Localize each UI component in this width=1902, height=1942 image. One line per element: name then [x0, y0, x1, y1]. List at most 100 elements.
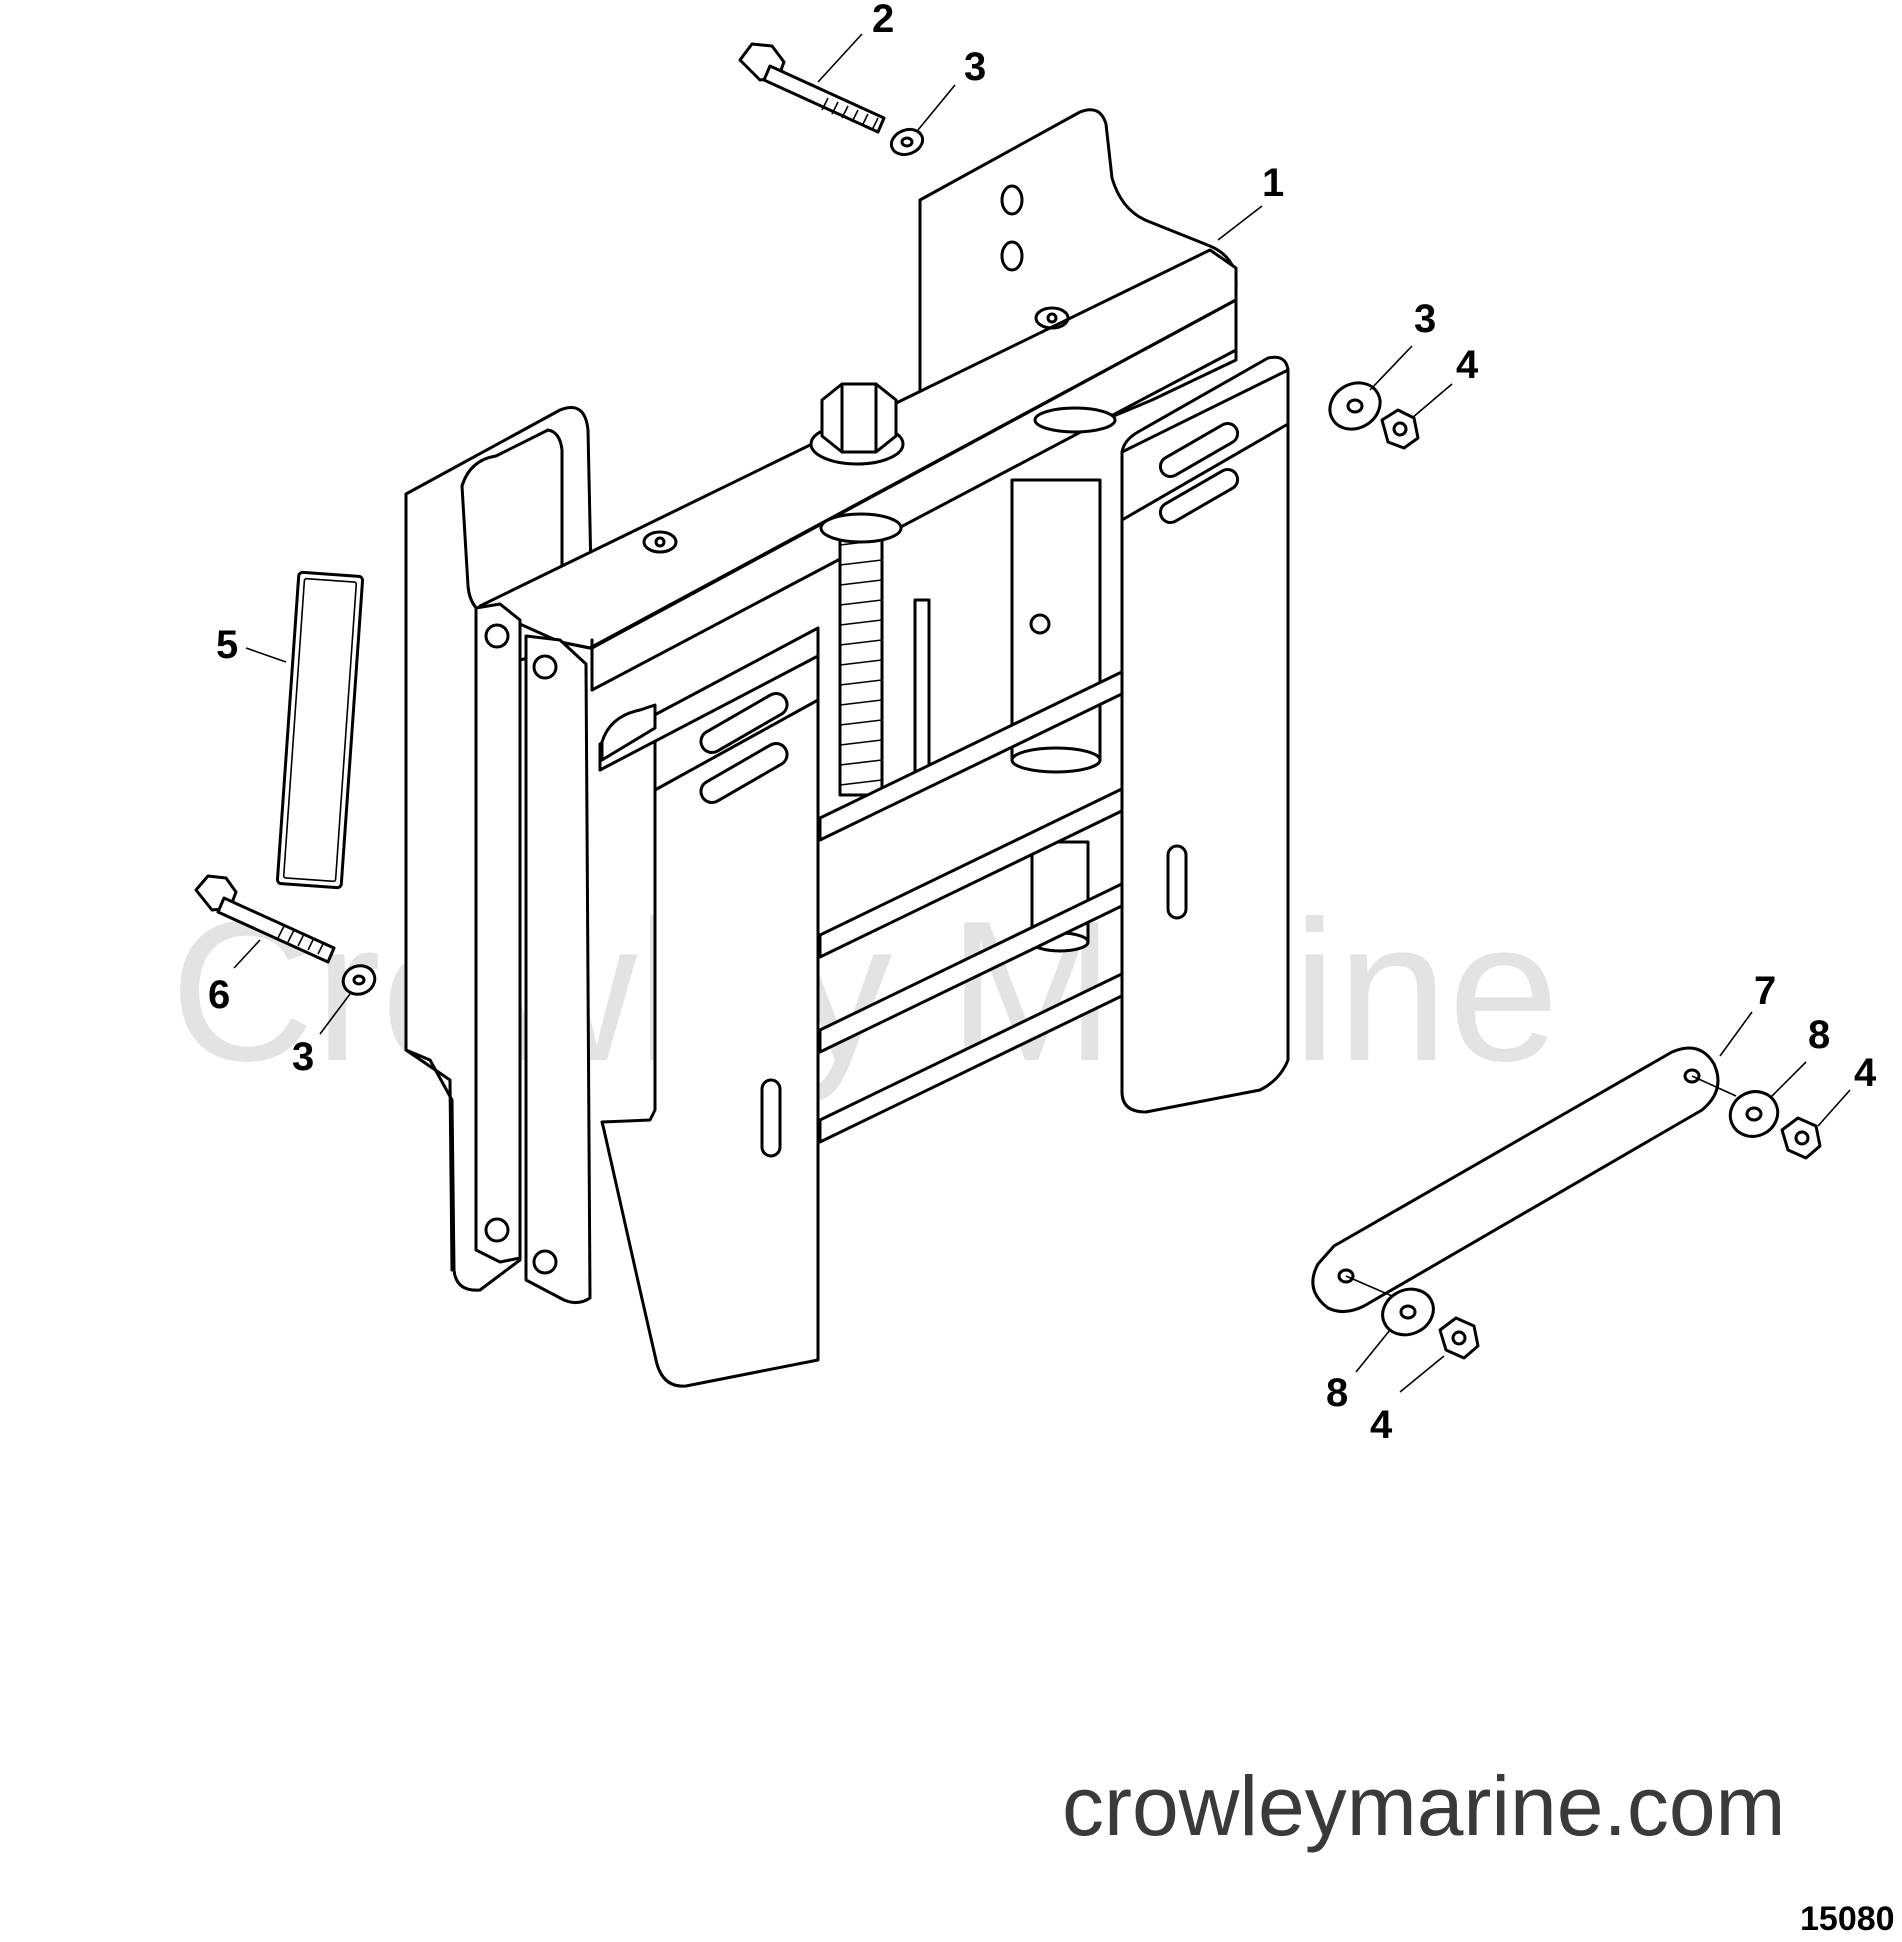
washer-item-3-right	[1328, 381, 1382, 431]
washer-outer	[1728, 1090, 1780, 1138]
link-arm-hole	[1337, 1268, 1355, 1284]
leader-4-bottom	[1399, 1355, 1445, 1393]
leader-6	[233, 939, 261, 969]
upper-collar	[1033, 406, 1117, 434]
front-top-slot	[699, 742, 789, 804]
washer-item-3-left	[341, 964, 377, 996]
washer-item-8-bottom	[1381, 1287, 1435, 1337]
rear-plate-hole	[1000, 240, 1024, 272]
callout-4-far-right: 4	[1854, 1051, 1877, 1095]
nut-item-4-far-right	[1780, 1116, 1822, 1160]
bolt-shank	[762, 64, 886, 134]
front-top-slot	[699, 692, 789, 754]
lead-screw	[819, 512, 903, 797]
rail-fastener	[484, 1217, 510, 1243]
lead-screw-collar	[819, 512, 903, 544]
link-arm-axis	[1345, 1275, 1393, 1297]
callout-labels: 2 3 1 3 4 5 6 3 7 8 4 8 4	[208, 0, 1877, 1447]
leader-4-far-right	[1817, 1089, 1851, 1127]
center-hex-bolt	[820, 382, 898, 454]
washer-hole	[352, 974, 366, 986]
rear-plate-hole	[1000, 184, 1024, 216]
callout-8-right: 8	[1808, 1013, 1830, 1057]
link-arm-hole	[1683, 1068, 1701, 1084]
bolt-item-6	[194, 874, 336, 964]
callout-7: 7	[1754, 969, 1776, 1013]
left-rail-inner	[524, 634, 592, 1305]
leader-8-bottom	[1355, 1329, 1391, 1373]
bolt-shank	[216, 896, 336, 964]
link-arm-axis	[1691, 1075, 1737, 1097]
front-gusset	[600, 703, 657, 762]
jack-plate-bracket	[404, 108, 1290, 1388]
washer-hole	[1745, 1106, 1763, 1122]
decal-item-5	[275, 570, 365, 890]
rail-fastener	[532, 654, 558, 680]
callout-3-right: 3	[1414, 297, 1436, 341]
nut-hole	[1392, 421, 1408, 437]
right-slide-plate-top-strip	[1120, 368, 1290, 522]
nut-item-4-right	[1380, 408, 1420, 450]
right-slide-plate	[1120, 355, 1290, 1114]
guide-rail-left	[913, 598, 931, 782]
grease-fitting	[1029, 613, 1051, 635]
leader-8-right	[1769, 1061, 1807, 1099]
washer-outer	[889, 127, 925, 157]
nut-hex	[1438, 1316, 1480, 1360]
leader-5	[245, 647, 287, 663]
callout-2: 2	[872, 0, 894, 41]
figure-number: 15080	[1800, 1900, 1895, 1938]
leader-3-left	[319, 993, 351, 1035]
callout-1: 1	[1262, 161, 1284, 205]
hex-bolt-facets	[840, 382, 878, 454]
website-text: crowleymarine.com	[1062, 1759, 1786, 1853]
bolt-threads	[277, 925, 325, 955]
leader-1	[1217, 205, 1263, 241]
front-plate-ledge	[598, 626, 820, 772]
callout-5: 5	[216, 623, 238, 667]
bolt-threads	[821, 97, 879, 131]
washer-outer	[1381, 1287, 1435, 1337]
beam-bolt-hole-inner	[1046, 312, 1058, 324]
callout-4-bottom: 4	[1370, 1403, 1393, 1447]
washer-item-8-right	[1728, 1090, 1780, 1138]
decal-border	[282, 577, 358, 883]
callout-6: 6	[208, 973, 230, 1017]
top-cross-beam-face	[590, 298, 1238, 692]
beam-bolt-hole-inner	[654, 536, 666, 548]
washer-outer	[341, 964, 377, 996]
bolt-item-2	[738, 42, 886, 134]
washer-hole	[900, 136, 914, 148]
beam-bolt-hole	[1034, 306, 1070, 330]
callout-4-right: 4	[1456, 343, 1479, 387]
nut-hole	[1794, 1130, 1810, 1146]
leader-lines	[233, 33, 1851, 1393]
nut-hex	[1780, 1116, 1822, 1160]
callout-8-bottom: 8	[1326, 1371, 1348, 1415]
front-plate-slot	[760, 1078, 782, 1158]
washer-hole	[1346, 398, 1364, 414]
cylinder-bottom	[1010, 746, 1102, 774]
beam-bolt-hole	[642, 530, 678, 554]
link-arm-body	[1311, 1046, 1720, 1313]
link-arm-item-7	[1311, 1046, 1737, 1313]
nut-item-4-bottom	[1438, 1316, 1480, 1360]
front-slide-plate	[600, 638, 820, 1388]
leader-3-top	[917, 84, 956, 131]
washer-outer	[1328, 381, 1382, 431]
leader-2	[817, 33, 863, 83]
right-plate-slot	[1166, 844, 1188, 920]
rail-fastener	[484, 623, 510, 649]
rail-fastener	[532, 1249, 558, 1275]
nut-hex	[1380, 408, 1420, 450]
washer-item-3-top	[889, 127, 925, 157]
callout-3-top: 3	[964, 45, 986, 89]
right-top-slot	[1158, 468, 1240, 524]
washer-hole	[1399, 1304, 1417, 1320]
leader-3-right	[1369, 345, 1413, 391]
right-top-slot	[1158, 422, 1240, 478]
left-side-plate-edge	[404, 492, 454, 1272]
leader-7	[1719, 1011, 1753, 1057]
